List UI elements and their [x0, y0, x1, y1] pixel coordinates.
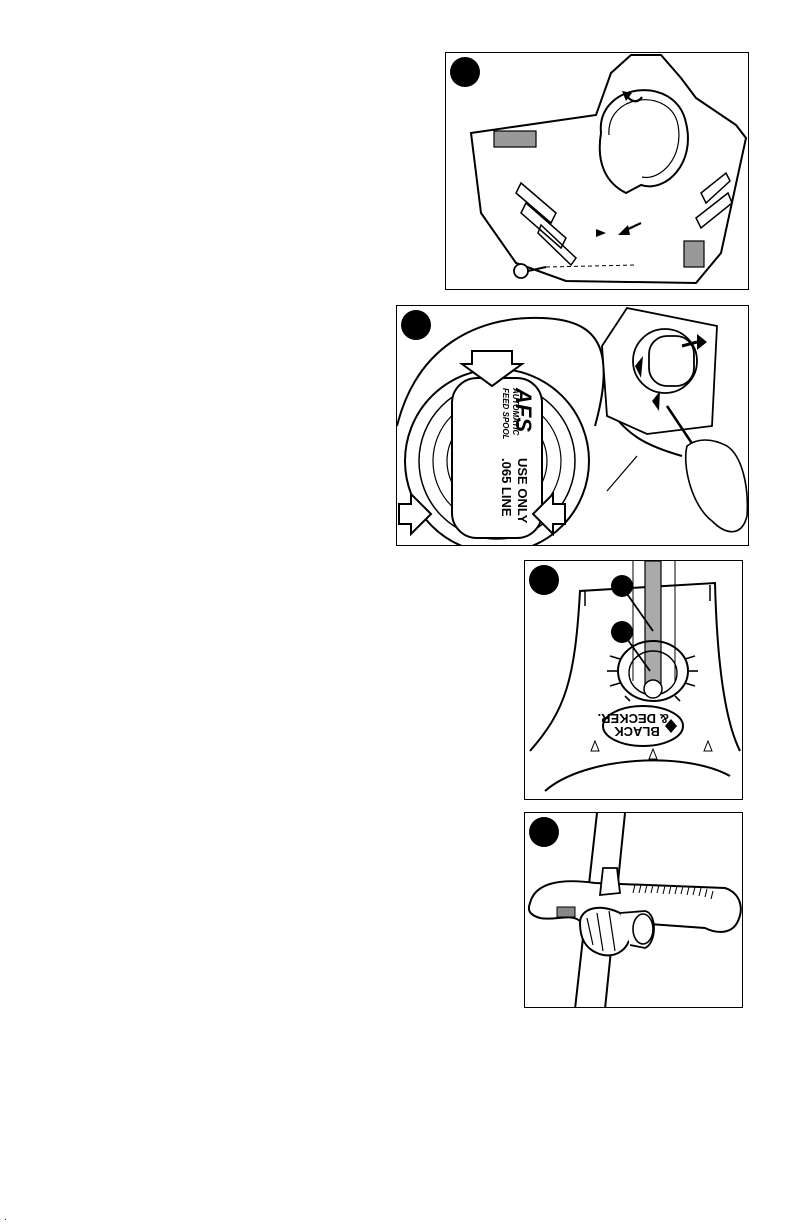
figure-badge	[401, 310, 431, 340]
figure-badge	[529, 817, 559, 847]
callout-marker-1	[611, 575, 633, 597]
callout-marker-2	[611, 621, 633, 643]
shaft-illustration	[525, 561, 743, 800]
figure-shaft-housing: & DECKER. BLACK	[524, 560, 743, 800]
page-corner-mark: .	[4, 1212, 7, 1223]
brand-logo: & DECKER. BLACK	[605, 712, 669, 738]
figure-spool-installation: AFS AUTOMATIC FEED SPOOL USE ONLY .065 L…	[396, 305, 749, 546]
guard-illustration	[446, 53, 749, 290]
spool-line-size: .065 LINE	[499, 458, 513, 517]
logo-line2: BLACK	[605, 725, 669, 738]
spool-use-only: USE ONLY	[515, 458, 529, 523]
figure-badge	[529, 565, 559, 595]
figure-badge	[450, 57, 480, 87]
handle-illustration	[525, 813, 743, 1008]
figure-auxiliary-handle	[524, 812, 743, 1008]
spool-line2: FEED SPOOL	[501, 388, 509, 440]
spool-line1: AUTOMATIC	[511, 388, 519, 435]
spool-illustration	[397, 306, 749, 546]
figure-guard-assembly	[445, 52, 749, 290]
